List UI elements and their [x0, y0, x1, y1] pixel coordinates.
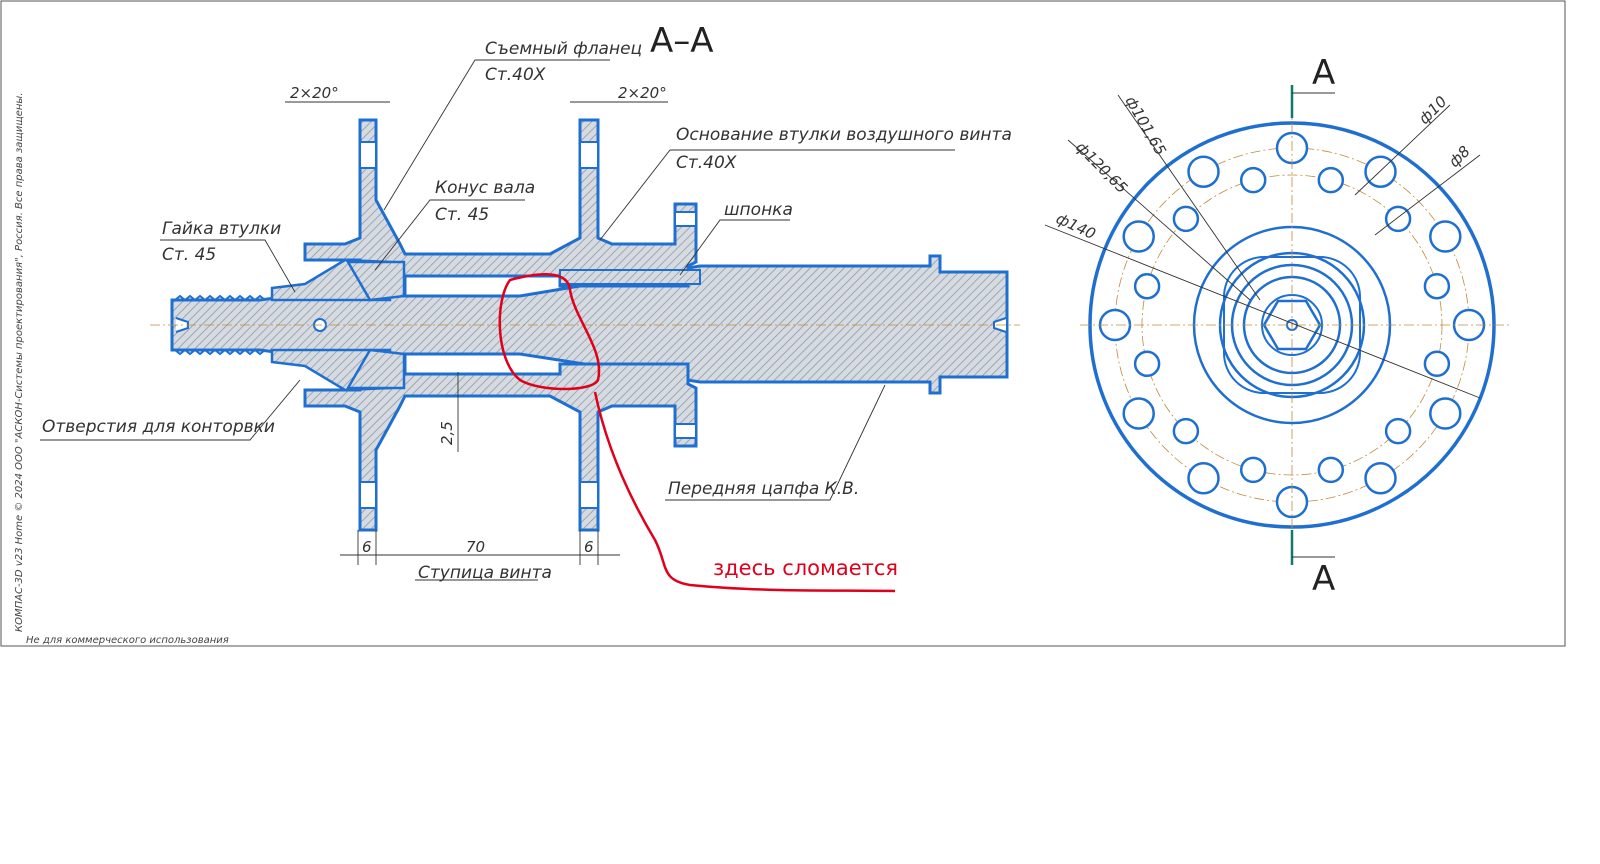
outer-bolt-hole — [1122, 397, 1155, 430]
inner-bolt-hole — [1172, 205, 1200, 233]
dim-70: 70 — [466, 538, 485, 556]
break-mark-leader — [593, 391, 896, 593]
dim-dia-140: ф140 — [1053, 209, 1098, 243]
label-chamfer-right: 2×20° — [618, 84, 667, 102]
flange-hole-left-top — [359, 141, 377, 169]
section-title: А–А — [650, 21, 714, 61]
shaft-cone — [345, 260, 406, 390]
drawing-frame — [0, 0, 1566, 647]
label-shaft-cone: Конус вала — [435, 178, 535, 198]
leader-lock — [40, 379, 301, 441]
leader-cone — [374, 199, 525, 271]
hub-bolt-top — [674, 211, 697, 227]
dim-dia-10: ф10 — [1415, 93, 1450, 128]
dim-dia-10165: ф101,65 — [1122, 93, 1170, 159]
key — [559, 269, 701, 285]
inner-bolt-hole — [1239, 456, 1267, 484]
leader-dia-10 — [1354, 104, 1451, 196]
outer-bolt-hole — [1122, 220, 1155, 253]
inner-bolt-hole — [1423, 350, 1451, 378]
label-removable-flange-material: Ст.40Х — [485, 65, 546, 85]
label-hub-nut-material: Ст. 45 — [162, 245, 216, 265]
label-chamfer-left: 2×20° — [290, 84, 339, 102]
outer-bolt-hole — [1429, 397, 1462, 430]
inner-bolt-hole — [1239, 166, 1267, 194]
leader-nut — [160, 239, 296, 293]
dim-6-right: 6 — [584, 538, 594, 556]
label-hub-base-material: Ст.40Х — [676, 153, 737, 173]
hub-bolt-bottom — [674, 423, 697, 439]
inner-bolt-hole — [1133, 350, 1161, 378]
dim-2-5: 2,5 — [438, 421, 456, 445]
section-mark-top: А — [1312, 53, 1335, 93]
label-removable-flange: Съемный фланец — [485, 39, 642, 59]
label-shaft-cone-material: Ст. 45 — [435, 205, 489, 225]
flange-hole-left-bottom — [359, 481, 377, 509]
inner-bolt-hole — [1133, 272, 1161, 300]
outer-bolt-hole — [1187, 462, 1220, 495]
leader-flange — [383, 59, 610, 211]
copyright-note: КОМПАС-3D v23 Home © 2024 ООО "АСКОН-Сис… — [14, 92, 25, 632]
outer-bolt-hole — [1429, 220, 1462, 253]
leader-key — [679, 219, 790, 276]
inner-bolt-hole — [1317, 166, 1345, 194]
outer-bolt-hole — [1187, 155, 1220, 188]
leader-dia-10165 — [1117, 94, 1261, 301]
section-mark-bottom: А — [1312, 559, 1335, 599]
leader-trunnion — [665, 384, 886, 501]
noncommercial-note: Не для коммерческого использования — [26, 635, 229, 646]
label-propeller-hub: Ступица винта — [418, 563, 552, 583]
shaft-thread — [174, 294, 266, 356]
inner-bolt-hole — [1172, 417, 1200, 445]
label-hub-base: Основание втулки воздушного винта — [676, 125, 1012, 145]
label-hub-nut: Гайка втулки — [162, 219, 281, 239]
flange-hole-right-top — [579, 141, 599, 169]
label-lock-holes: Отверстия для конторвки — [42, 417, 275, 437]
leader-hub-base — [599, 149, 955, 241]
dim-dia-12065: ф120,65 — [1072, 138, 1131, 197]
inner-bolt-hole — [1317, 456, 1345, 484]
label-key: шпонка — [724, 200, 793, 220]
front-view: А А ф101,65 ф120,65 ф140 ф10 ф8 — [1044, 53, 1510, 599]
flange-hole-right-bottom — [579, 481, 599, 509]
break-mark-outline — [498, 273, 601, 391]
inner-bolt-hole — [1423, 272, 1451, 300]
annotation-break-note: здесь сломается — [713, 556, 898, 580]
leader-dia-140 — [1044, 224, 1481, 399]
dim-6-left: 6 — [362, 538, 372, 556]
inner-bolt-hole — [1384, 417, 1412, 445]
dim-dia-8: ф8 — [1445, 142, 1474, 171]
leader-dia-8 — [1374, 154, 1481, 236]
leader-dia-12065 — [1067, 139, 1251, 301]
outer-bolt-hole — [1364, 462, 1397, 495]
section-view: А–А Съемный фланец Ст.40Х 2×20° 2×20° Ос… — [40, 21, 1020, 593]
label-front-trunnion: Передняя цапфа К.В. — [668, 479, 859, 499]
